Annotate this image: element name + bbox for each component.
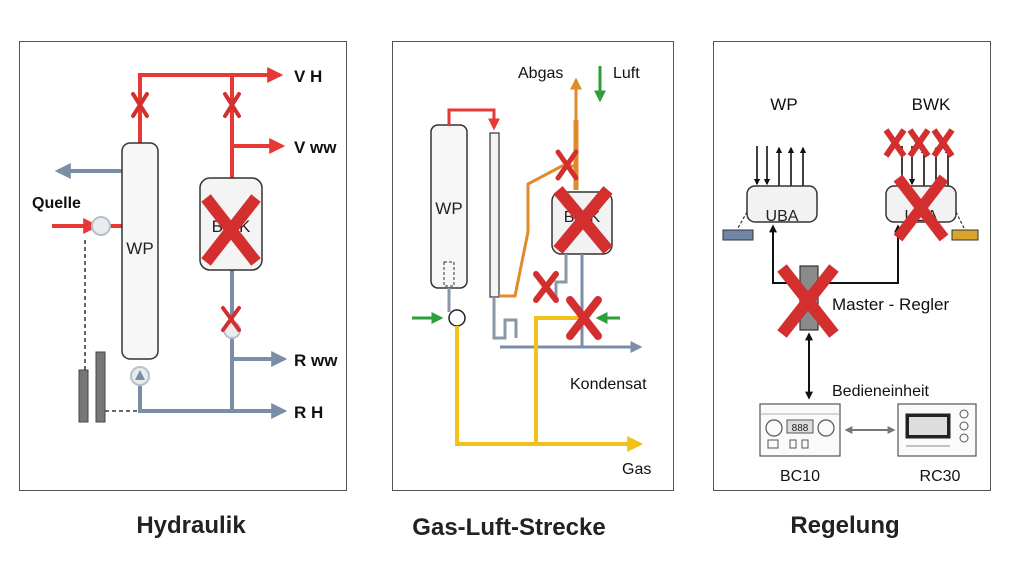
rc30-label: RC30 bbox=[920, 468, 961, 485]
uba-left-dashed bbox=[737, 211, 748, 229]
condensate-pipe-1 bbox=[492, 297, 518, 340]
sensor-cylinder-right bbox=[95, 351, 106, 423]
exchanger-column bbox=[489, 132, 500, 298]
quelle-pump-icon bbox=[91, 216, 111, 236]
module-blue bbox=[722, 229, 754, 241]
gas-valve-icon bbox=[448, 309, 466, 327]
master-regler-label: Master - Regler bbox=[832, 295, 949, 314]
abgas-line bbox=[499, 77, 582, 298]
wp-pump-arrow bbox=[135, 370, 145, 380]
rww-label: R ww bbox=[294, 351, 338, 370]
abgas-label: Abgas bbox=[518, 65, 563, 82]
condensate-pipe-2 bbox=[554, 254, 568, 300]
sensor-cylinder-left bbox=[78, 369, 89, 423]
cross-mark-condensate bbox=[533, 271, 559, 303]
gas-line-wp bbox=[455, 326, 536, 446]
rh-label: R H bbox=[294, 403, 323, 422]
bwk-label-regelung: BWK bbox=[912, 95, 951, 114]
sensor-dashed-line bbox=[84, 240, 138, 412]
bc10-label: BC10 bbox=[780, 468, 820, 485]
cross-mark-bwk-pump bbox=[221, 306, 241, 332]
cross-mark-bwk-gas bbox=[553, 186, 613, 254]
cross-mark-valve-2 bbox=[223, 92, 241, 118]
bc10-display: 888 bbox=[792, 423, 809, 434]
gas-line-bwk bbox=[534, 316, 582, 444]
caption-regelung: Regelung bbox=[790, 512, 900, 539]
bedieneinheit-label: Bedieneinheit bbox=[832, 383, 930, 400]
cross-mark-master bbox=[777, 264, 839, 338]
cross-mark-uba-right bbox=[893, 174, 949, 242]
gas-label: Gas bbox=[622, 461, 651, 478]
cross-mark-bwk bbox=[201, 194, 261, 266]
wp-signal-arrows bbox=[753, 146, 807, 186]
caption-hydraulik: Hydraulik bbox=[136, 512, 246, 539]
wp-label: WP bbox=[126, 239, 153, 258]
rh-return-line bbox=[138, 380, 288, 419]
wp-inner-dashed bbox=[443, 261, 455, 287]
wp-cylinder bbox=[121, 142, 159, 360]
bus-line-right bbox=[818, 224, 902, 284]
cross-mark-valve-1 bbox=[131, 92, 149, 118]
bc10-device: 888 bbox=[759, 403, 841, 457]
hydraulik-panel bbox=[19, 41, 347, 491]
cross-mark-gas-valve bbox=[566, 296, 602, 340]
hydraulik-diagram: WP BWK V H V ww Quelle R ww R H bbox=[32, 67, 338, 423]
luft-label: Luft bbox=[613, 65, 640, 82]
vh-supply-line bbox=[138, 67, 284, 145]
vh-label: V H bbox=[294, 67, 322, 86]
wp-red-loop bbox=[447, 108, 500, 131]
uba-right-dashed bbox=[955, 211, 965, 229]
quelle-label: Quelle bbox=[32, 195, 81, 212]
rc30-device bbox=[897, 403, 977, 457]
cross-mark-bwk-signals bbox=[883, 128, 955, 158]
module-yellow bbox=[951, 229, 979, 241]
caption-gas-luft: Gas-Luft-Strecke bbox=[412, 514, 606, 541]
gas-luft-diagram: WP BWK Abgas Luft Kondensat Gas bbox=[412, 65, 651, 478]
vww-label: V ww bbox=[294, 138, 337, 157]
wp-label-regelung: WP bbox=[770, 95, 797, 114]
uba-left-label: UBA bbox=[766, 208, 799, 225]
regelung-diagram: WP BWK UBA UBA Mast bbox=[722, 95, 979, 485]
cross-mark-abgas bbox=[555, 149, 579, 181]
uba-left-box bbox=[746, 185, 818, 223]
wp-label-gas: WP bbox=[435, 199, 462, 218]
kondensat-label: Kondensat bbox=[570, 376, 647, 393]
